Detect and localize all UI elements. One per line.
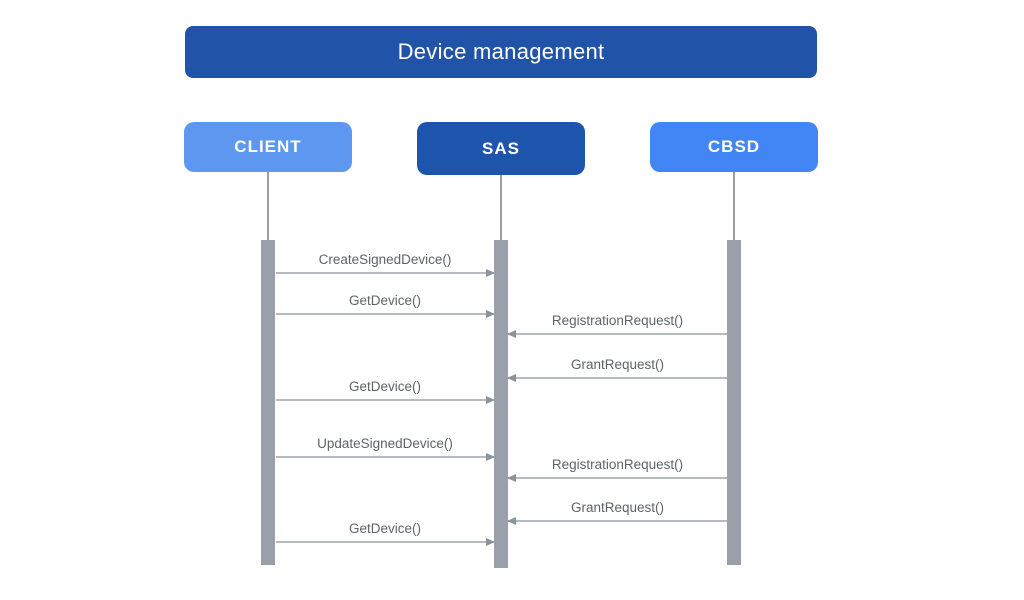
message-label: GetDevice() <box>348 293 421 308</box>
arrow-left-icon <box>507 329 516 338</box>
message-label: RegistrationRequest() <box>551 457 684 472</box>
arrow-right-icon <box>486 537 495 546</box>
arrow-line <box>507 473 727 482</box>
arrow-line <box>507 329 727 338</box>
arrow-right-icon <box>486 309 495 318</box>
lifeline-sas <box>500 175 502 240</box>
arrow-left-icon <box>507 373 516 382</box>
arrow-left-icon <box>507 516 516 525</box>
arrow-line <box>276 395 495 404</box>
lifeline-cbsd <box>733 172 735 240</box>
message-get-device-2: GetDevice() <box>276 379 495 404</box>
actor-box-sas: SAS <box>417 122 585 175</box>
arrow-right-icon <box>486 452 495 461</box>
arrow-line <box>507 516 727 525</box>
message-registration-request-1: RegistrationRequest() <box>507 313 727 338</box>
arrow-line <box>276 452 495 461</box>
message-label: GetDevice() <box>348 379 421 394</box>
message-registration-request-2: RegistrationRequest() <box>507 457 727 482</box>
message-label: GrantRequest() <box>570 357 665 372</box>
activation-bar-client <box>261 240 275 565</box>
message-grant-request-2: GrantRequest() <box>507 500 727 525</box>
message-label: RegistrationRequest() <box>551 313 684 328</box>
message-label: UpdateSignedDevice() <box>317 436 453 451</box>
arrow-right-icon <box>486 395 495 404</box>
arrow-left-icon <box>507 473 516 482</box>
message-grant-request-1: GrantRequest() <box>507 357 727 382</box>
arrow-line <box>507 373 727 382</box>
activation-bar-cbsd <box>727 240 741 565</box>
message-create-signed-device: CreateSignedDevice() <box>276 252 495 277</box>
arrow-line <box>276 537 495 546</box>
arrow-right-icon <box>486 268 495 277</box>
diagram-title: Device management <box>185 26 817 78</box>
lifeline-client <box>267 172 269 240</box>
activation-bar-sas <box>494 240 508 568</box>
actor-box-client: CLIENT <box>184 122 352 172</box>
message-label: GetDevice() <box>348 521 421 536</box>
message-label: GrantRequest() <box>570 500 665 515</box>
message-update-signed-device: UpdateSignedDevice() <box>276 436 495 461</box>
arrow-line <box>276 268 495 277</box>
arrow-line <box>276 309 495 318</box>
message-label: CreateSignedDevice() <box>318 252 452 267</box>
actor-box-cbsd: CBSD <box>650 122 818 172</box>
message-get-device-3: GetDevice() <box>276 521 495 546</box>
message-get-device-1: GetDevice() <box>276 293 495 318</box>
